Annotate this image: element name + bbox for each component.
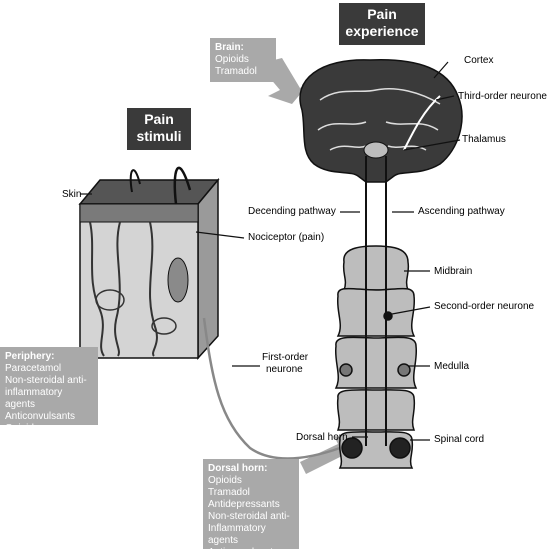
second-order-neurone-label: Second-order neurone [434, 301, 535, 312]
periphery-drug-item: inflammatory agents [5, 387, 63, 410]
pain-experience-title-line-1: Pain [367, 6, 397, 22]
cortex-label: Cortex [464, 55, 494, 66]
dorsal-horn-drug-box: Dorsal horn: Opioids Tramadol Antidepres… [203, 459, 299, 558]
medulla-label: Medulla [434, 361, 470, 372]
dorsal-horn-drug-item: Antidepressants [208, 499, 280, 510]
thalamus-label: Thalamus [462, 134, 506, 145]
dorsal-horn-drug-item: Inflammatory agents [208, 523, 266, 546]
periphery-drug-item: Anticonvulsants [5, 411, 76, 422]
dorsal-horn-drug-item: Non-steroidal anti- [208, 511, 290, 522]
periphery-drug-item: Opioids [5, 423, 39, 434]
third-order-neurone-label: Third-order neurone [458, 91, 547, 102]
brain-drug-box: Brain: Opioids Tramadol [210, 38, 276, 82]
decending-pathway-label: Decending pathway [248, 206, 336, 217]
skin-label: Skin [62, 189, 82, 200]
label-pointers [80, 61, 461, 441]
dorsal-horn-label: Dorsal horn [296, 432, 348, 443]
periphery-drug-box: Periphery: Paracetamol Non-steroidal ant… [0, 347, 98, 434]
brain-drug-item: Tramadol [215, 66, 257, 77]
pain-stimuli-title-line-1: Pain [144, 111, 174, 127]
ascending-pathway-label: Ascending pathway [418, 206, 505, 217]
skin-block [78, 166, 220, 360]
nociceptor-label: Nociceptor (pain) [248, 232, 325, 243]
brain-section [299, 59, 463, 183]
first-order-neurone-label-line-1: First-order [262, 352, 309, 363]
dorsal-horn-drug-item: Tramadol [208, 487, 250, 498]
periphery-drug-heading: Periphery: [5, 351, 55, 362]
periphery-drug-item: Paracetamol [5, 363, 62, 374]
pain-stimuli-title-line-2: stimuli [136, 128, 182, 144]
pain-experience-title: Pain experience [339, 3, 425, 45]
brain-drug-heading: Brain: [215, 42, 244, 53]
periphery-drug-item: Non-steroidal anti- [5, 375, 87, 386]
pain-stimuli-title: Pain stimuli [127, 108, 191, 150]
first-order-neurone-label-line-2: neurone [266, 364, 303, 375]
dorsal-horn-drug-item: Anticonvulsants [208, 547, 279, 558]
brain-drug-item: Opioids [215, 54, 249, 65]
spinal-column [334, 245, 418, 469]
midbrain-label: Midbrain [434, 266, 473, 277]
dorsal-horn-drug-item: Opioids [208, 475, 242, 486]
pain-experience-title-line-2: experience [345, 23, 419, 39]
dorsal-horn-drug-heading: Dorsal horn: [208, 463, 268, 474]
first-order-neurone-path [202, 317, 341, 460]
spinal-cord-label: Spinal cord [434, 434, 485, 445]
